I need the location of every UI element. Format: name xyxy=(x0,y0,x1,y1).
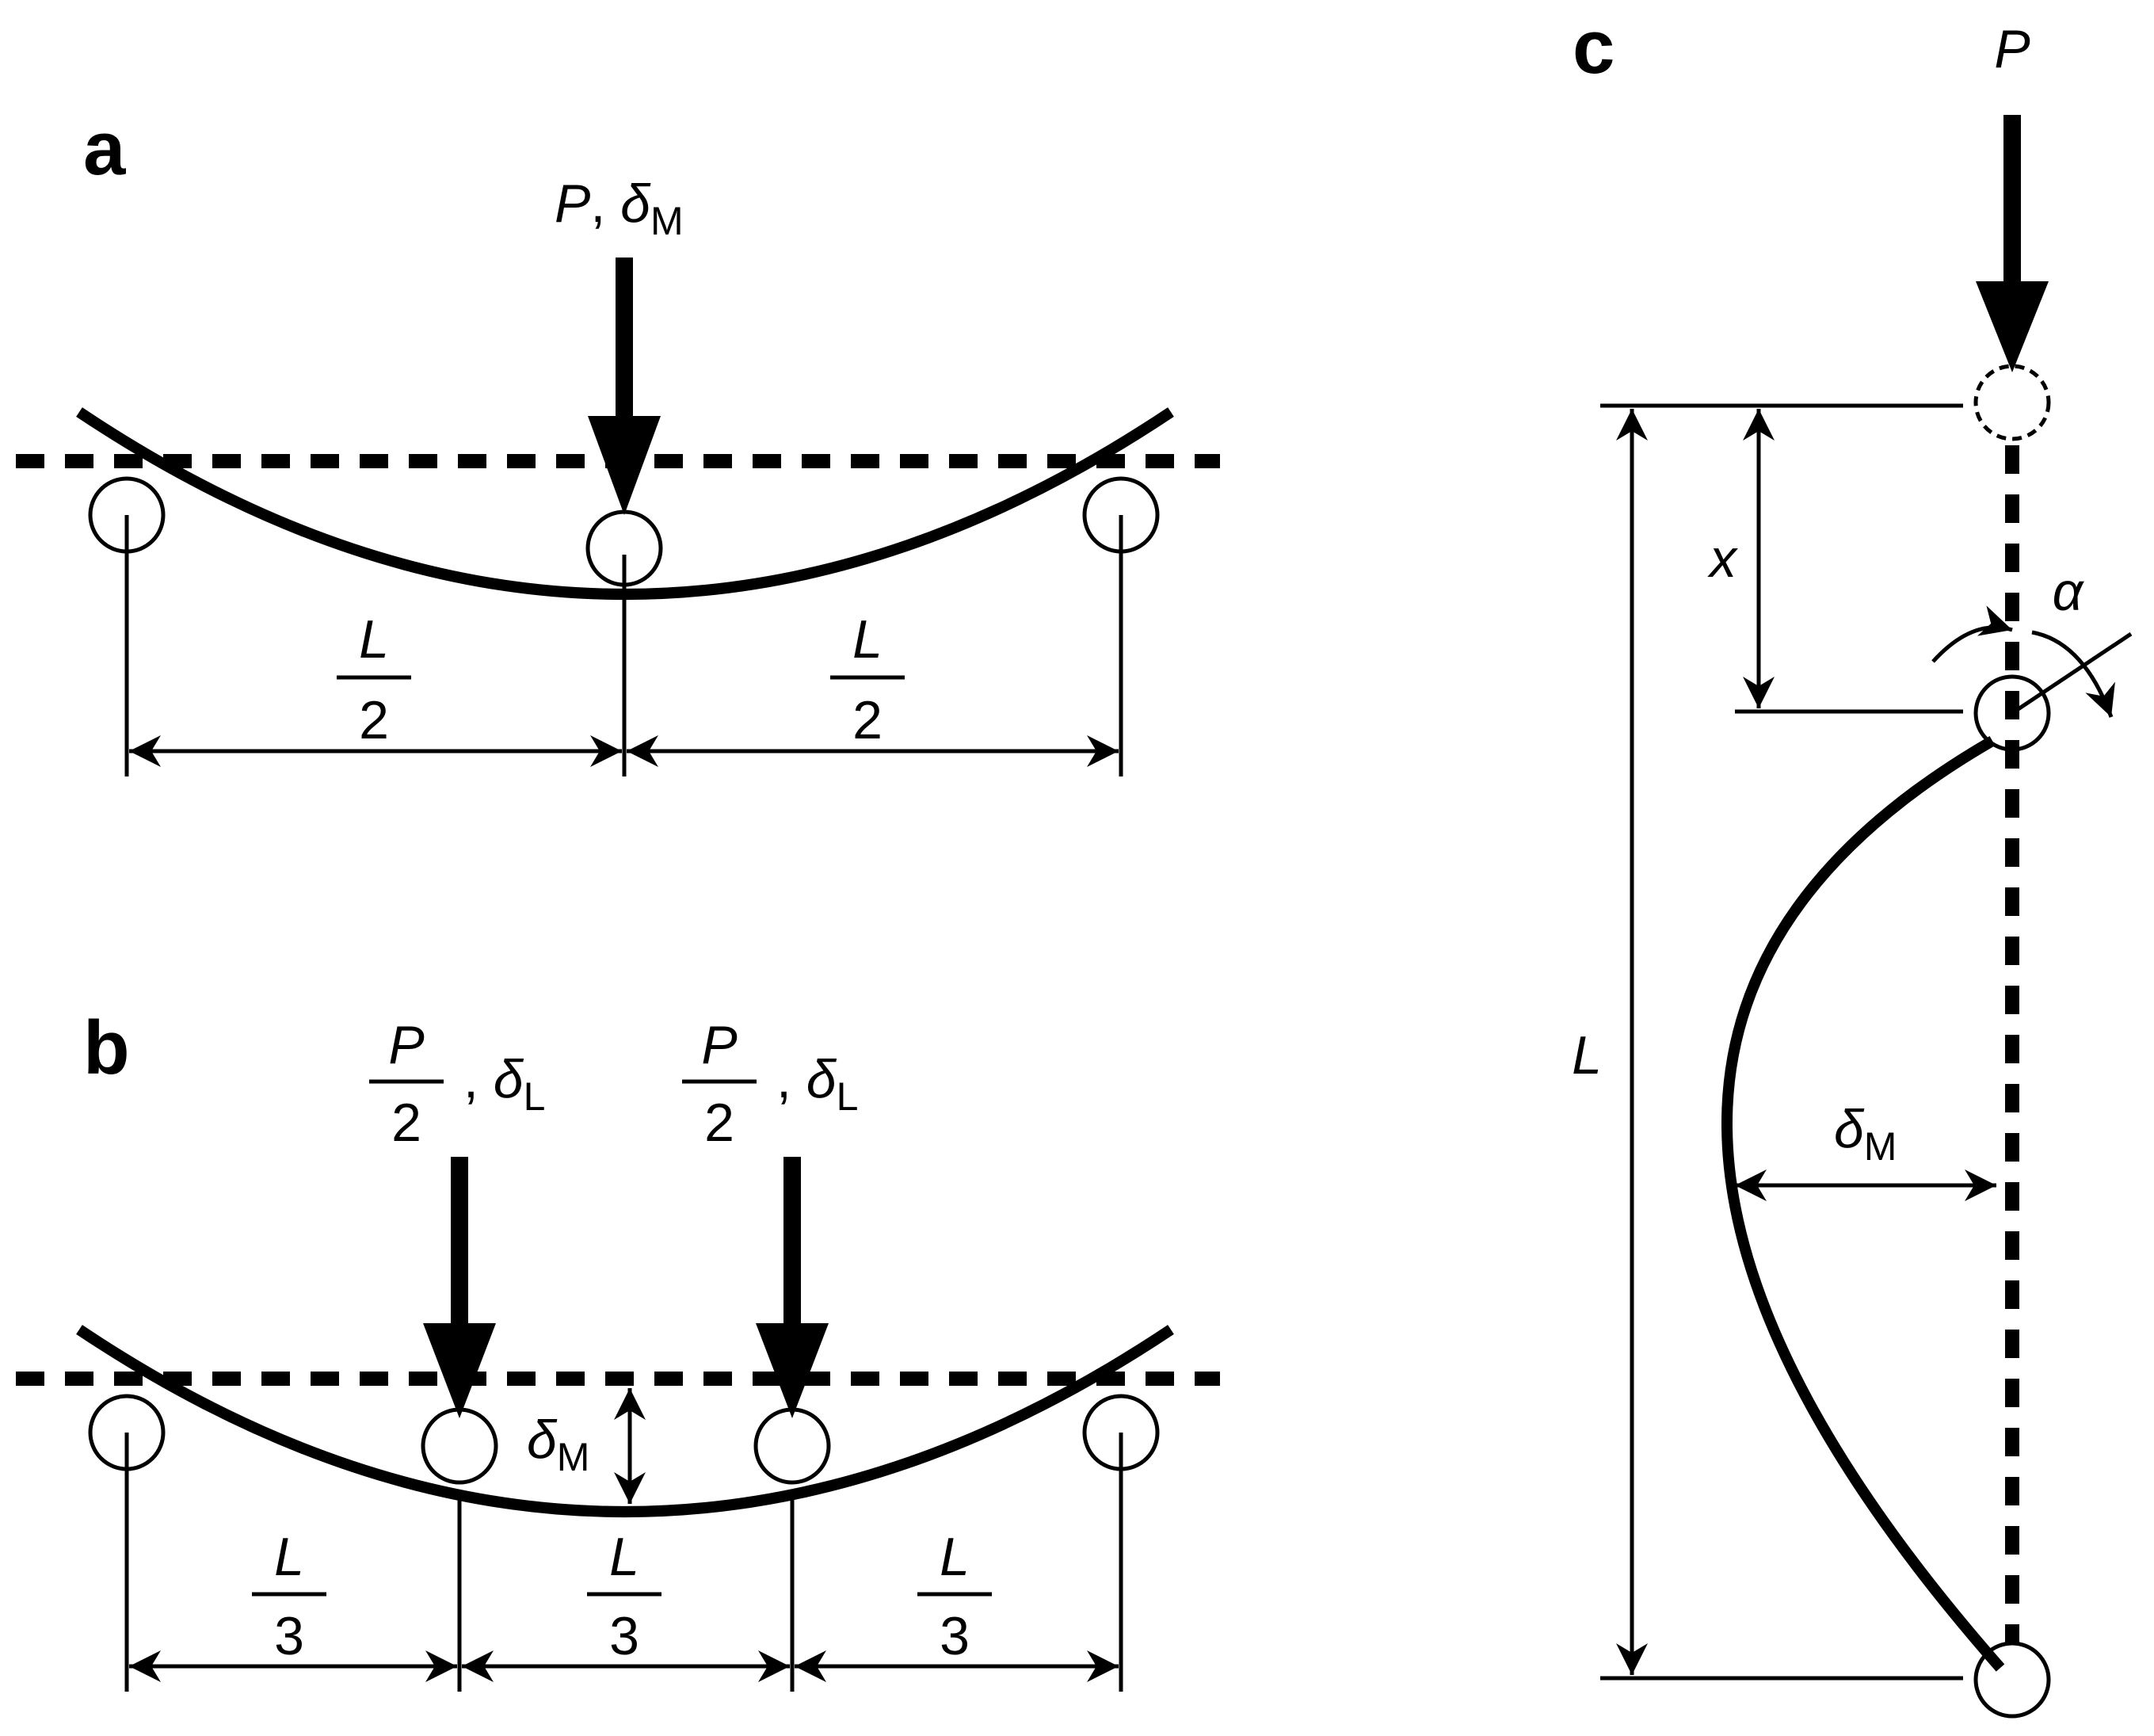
load-defl-left-b: , δL xyxy=(463,1049,545,1119)
span-den-2-b: 3 xyxy=(609,1606,639,1666)
span-num-1-a: L xyxy=(359,609,389,670)
top-roller-c xyxy=(1973,674,2051,752)
panel-label-a: a xyxy=(83,106,126,191)
bottom-roller-c xyxy=(1973,1641,2051,1719)
load-num-right-b: P xyxy=(701,1015,737,1075)
original-end-position-c xyxy=(1973,364,2051,441)
panel-a: a P, δM L 2 L 2 xyxy=(16,106,1220,776)
span-den-1-b: 3 xyxy=(274,1606,304,1666)
length-label-c: L xyxy=(1572,1025,1602,1085)
load-arrow-head-a xyxy=(588,416,661,515)
span-den-1-a: 2 xyxy=(359,690,389,750)
deflection-label-c: δM xyxy=(1834,1099,1897,1169)
rotated-tangent-line-c xyxy=(2011,631,2133,715)
span-num-1-b: L xyxy=(274,1527,304,1587)
load-roller-left-b xyxy=(421,1407,498,1485)
load-arrow-head-c xyxy=(1976,281,2049,372)
load-num-left-b: P xyxy=(388,1015,424,1075)
load-arrow-head-right-b xyxy=(756,1323,829,1418)
deflected-beam-b xyxy=(76,1325,1174,1517)
span-den-3-b: 3 xyxy=(940,1606,970,1666)
alpha-label-c: α xyxy=(2053,562,2085,622)
deflected-column-c xyxy=(1721,735,2005,1672)
load-label-a: P, δM xyxy=(555,174,684,243)
span-num-3-b: L xyxy=(940,1527,970,1587)
load-arrow-head-left-b xyxy=(423,1323,496,1418)
load-label-c: P xyxy=(1994,19,2030,79)
rotation-arrow-right-c xyxy=(2031,630,2115,718)
x-label-c: x xyxy=(1707,528,1738,589)
panel-label-b: b xyxy=(83,1005,130,1090)
load-den-left-b: 2 xyxy=(391,1093,421,1153)
panel-b: b P 2 , δL P 2 , δL δM L 3 L xyxy=(16,1005,1220,1692)
span-den-2-a: 2 xyxy=(852,690,883,750)
load-den-right-b: 2 xyxy=(704,1093,734,1153)
load-defl-right-b: , δL xyxy=(776,1049,858,1119)
mid-deflection-label-b: δM xyxy=(527,1410,589,1479)
rotation-arrow-left-c xyxy=(1931,605,2013,663)
span-num-2-b: L xyxy=(609,1527,639,1587)
span-num-2-a: L xyxy=(852,609,883,670)
panel-label-c: c xyxy=(1573,5,1615,90)
load-roller-right-b xyxy=(753,1407,831,1485)
panel-c: c P L x δM α xyxy=(1572,5,2133,1719)
